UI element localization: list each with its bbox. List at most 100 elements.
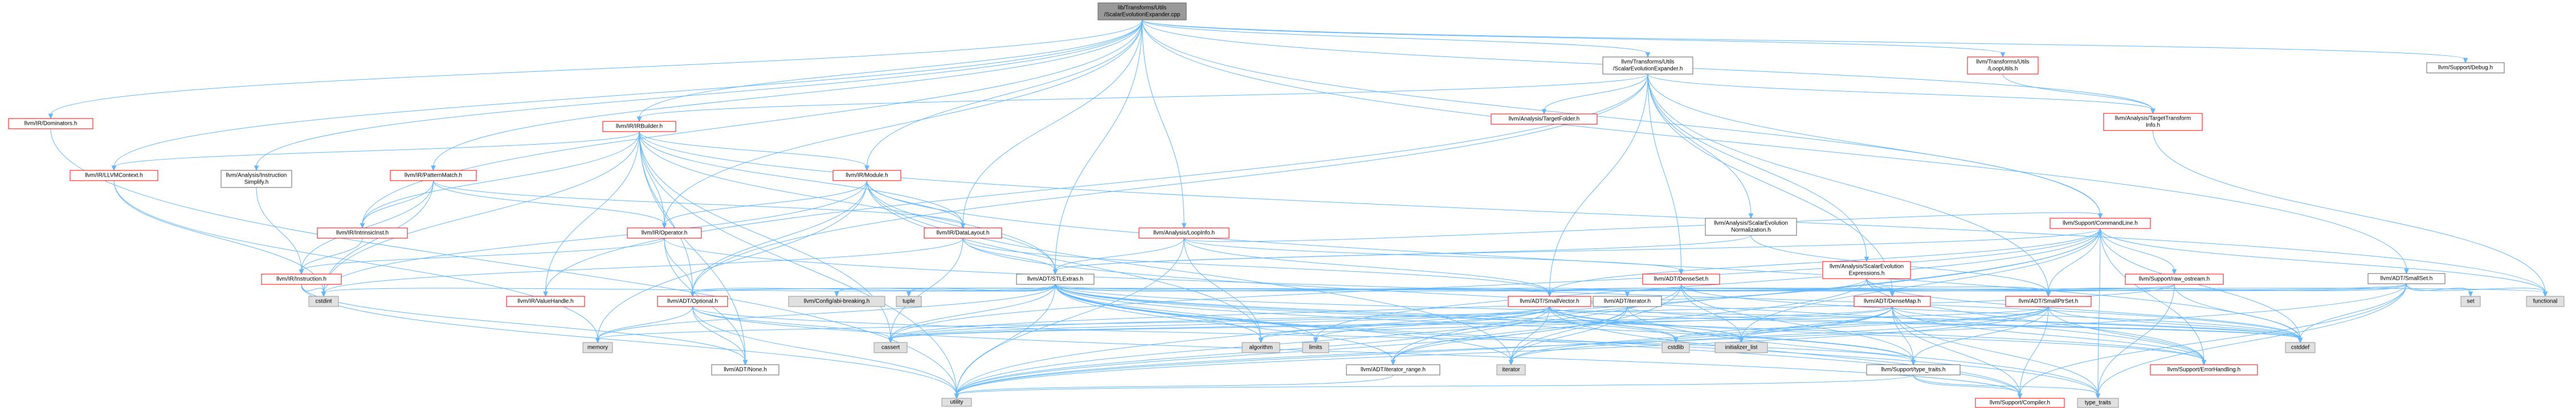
graph-node-loopinfo[interactable]: llvm/Analysis/LoopInfo.h — [1138, 227, 1230, 239]
graph-node-abibreaking[interactable]: llvm/Config/abi-breaking.h — [788, 296, 885, 307]
graph-node-initializer-list[interactable]: initializer_list — [1714, 342, 1768, 353]
node-box — [602, 121, 676, 132]
graph-node-loputils[interactable]: llvm/Transforms/Utils/LoopUtils.h — [1967, 56, 2039, 75]
dependency-edge — [2048, 228, 2101, 293]
dependency-edge — [113, 180, 598, 340]
graph-node-cstdint[interactable]: cstdint — [308, 296, 339, 307]
node-box — [582, 342, 613, 353]
edge-arrowhead — [2468, 291, 2473, 297]
graph-node-debug[interactable]: llvm/Support/Debug.h — [2426, 62, 2505, 74]
edge-arrowhead — [2404, 268, 2409, 275]
graph-node-valuehandle[interactable]: llvm/IR/ValueHandle.h — [506, 296, 585, 307]
graph-node-targetfolder[interactable]: llvm/Analysis/TargetFolder.h — [1491, 113, 1598, 125]
graph-node-sev-norm[interactable]: llvm/Analysis/ScalarEvolutionNormalizati… — [1705, 218, 1797, 236]
graph-node-dominators[interactable]: llvm/IR/Dominators.h — [8, 118, 93, 129]
dependency-edge — [1511, 306, 1628, 362]
graph-node-sev-expr[interactable]: llvm/Analysis/ScalarEvolutionExpressions… — [1822, 261, 1911, 279]
graph-node-operator[interactable]: llvm/IR/Operator.h — [627, 227, 702, 239]
node-label: llvm/IR/IntrinsicInst.h — [336, 230, 389, 236]
dependency-edge — [113, 131, 640, 168]
node-label: llvm/Analysis/ScalarEvolution — [1714, 221, 1788, 227]
dependency-edge — [256, 19, 1142, 168]
dependency-edge — [1511, 306, 1550, 362]
graph-node-set[interactable]: set — [2460, 296, 2481, 307]
node-label: cstdlib — [1668, 345, 1684, 351]
edge-arrowhead — [1910, 360, 1916, 366]
graph-node-utility[interactable]: utility — [941, 398, 972, 407]
node-box — [221, 170, 292, 188]
graph-node-type-traits[interactable]: type_traits — [2077, 398, 2119, 408]
graph-node-instruction[interactable]: llvm/IR/Instruction.h — [261, 274, 342, 285]
dependency-edge — [2097, 283, 2407, 395]
node-label: llvm/ADT/STLExtras.h — [1027, 276, 1083, 283]
dependency-edge — [956, 306, 1628, 395]
graph-node-commandline[interactable]: llvm/Support/CommandLine.h — [2050, 218, 2151, 229]
graph-node-patternmatch[interactable]: llvm/IR/PatternMatch.h — [390, 170, 477, 181]
graph-node-smallptrset[interactable]: llvm/ADT/SmallPtrSet.h — [2005, 296, 2092, 307]
edge-arrowhead — [1181, 223, 1187, 229]
dependency-edge — [50, 19, 1142, 116]
graph-node-optional[interactable]: llvm/ADT/Optional.h — [657, 296, 728, 307]
node-box — [2526, 296, 2565, 307]
node-box — [1714, 342, 1768, 353]
dependency-edge — [890, 306, 1893, 340]
graph-node-cstddef[interactable]: cstddef — [2285, 342, 2316, 353]
node-box — [2367, 273, 2446, 284]
edge-arrowhead — [299, 269, 304, 275]
graph-node-functional[interactable]: functional — [2526, 296, 2565, 307]
graph-node-cstdlib[interactable]: cstdlib — [1661, 342, 1690, 353]
dependency-edge — [1142, 19, 1185, 225]
dependency-edge — [692, 306, 1914, 362]
graph-node-irbuilder[interactable]: llvm/IR/IRBuilder.h — [602, 121, 676, 132]
node-box — [506, 296, 585, 307]
graph-node-none[interactable]: llvm/ADT/None.h — [711, 364, 779, 376]
graph-node-iterator-std[interactable]: iterator — [1496, 364, 1526, 376]
graph-node-densemap[interactable]: llvm/ADT/DenseMap.h — [1854, 296, 1931, 307]
dependency-edge — [1627, 306, 2099, 395]
dependency-edge — [956, 306, 1893, 395]
graph-node-module[interactable]: llvm/IR/Module.h — [832, 170, 901, 181]
node-box — [2150, 364, 2258, 376]
edge-arrowhead — [954, 393, 960, 399]
graph-node-raw-ostream[interactable]: llvm/Support/raw_ostream.h — [2125, 274, 2224, 285]
graph-node-stlextras[interactable]: llvm/ADT/STLExtras.h — [1016, 274, 1095, 285]
edge-arrowhead — [1889, 291, 1895, 297]
graph-node-algorithm[interactable]: algorithm — [1242, 342, 1280, 353]
graph-node-limits[interactable]: limits — [1302, 342, 1329, 353]
node-box — [1138, 227, 1230, 239]
node-label: Simplify.h — [244, 179, 269, 186]
graph-node-llvmcontext[interactable]: llvm/IR/LLVMContext.h — [70, 170, 158, 181]
graph-node-cassert[interactable]: cassert — [873, 342, 908, 353]
graph-node-memory[interactable]: memory — [582, 342, 613, 353]
dependency-edge — [301, 238, 665, 271]
edge-arrowhead — [906, 291, 912, 297]
node-label: /LoopUtils.h — [1988, 66, 2018, 72]
node-label: llvm/ADT/Optional.h — [667, 299, 718, 305]
graph-node-denseset[interactable]: llvm/ADT/DenseSet.h — [1642, 274, 1720, 285]
dependency-edge — [692, 74, 1648, 293]
graph-node-iterator-range[interactable]: llvm/ADT/iterator_range.h — [1346, 364, 1440, 376]
node-label: llvm/ADT/iterator_range.h — [1361, 367, 1426, 373]
graph-node-sev-expander-h[interactable]: llvm/Transforms/Utils/ScalarEvolutionExp… — [1602, 56, 1693, 75]
node-label: llvm/IR/PatternMatch.h — [405, 173, 462, 179]
graph-node-errorhandling[interactable]: llvm/Support/ErrorHandling.h — [2150, 364, 2258, 376]
dependency-edge — [1741, 306, 1893, 340]
node-box — [941, 398, 972, 407]
graph-node-datalayout[interactable]: llvm/IR/DataLayout.h — [924, 227, 1002, 239]
graph-node-iterator[interactable]: llvm/ADT/iterator.h — [1593, 296, 1662, 307]
dependency-edge — [1055, 284, 2546, 293]
dependency-edge — [867, 180, 1512, 362]
node-box — [1822, 261, 1911, 279]
dependency-edge — [639, 19, 1142, 119]
graph-node-compiler[interactable]: llvm/Support/Compiler.h — [1975, 398, 2065, 408]
dependency-edge — [639, 131, 2546, 293]
graph-node-type-traits-llvm[interactable]: llvm/Support/type_traits.h — [1866, 364, 1961, 376]
dependency-edge — [692, 306, 2020, 395]
dependency-edge — [2100, 228, 2301, 340]
graph-node-tuple[interactable]: tuple — [896, 296, 922, 307]
graph-node-smallvector[interactable]: llvm/ADT/SmallVector.h — [1508, 296, 1591, 307]
graph-node-intrinsicinst[interactable]: llvm/IR/IntrinsicInst.h — [317, 227, 408, 239]
graph-node-smallset[interactable]: llvm/ADT/SmallSet.h — [2367, 273, 2446, 284]
